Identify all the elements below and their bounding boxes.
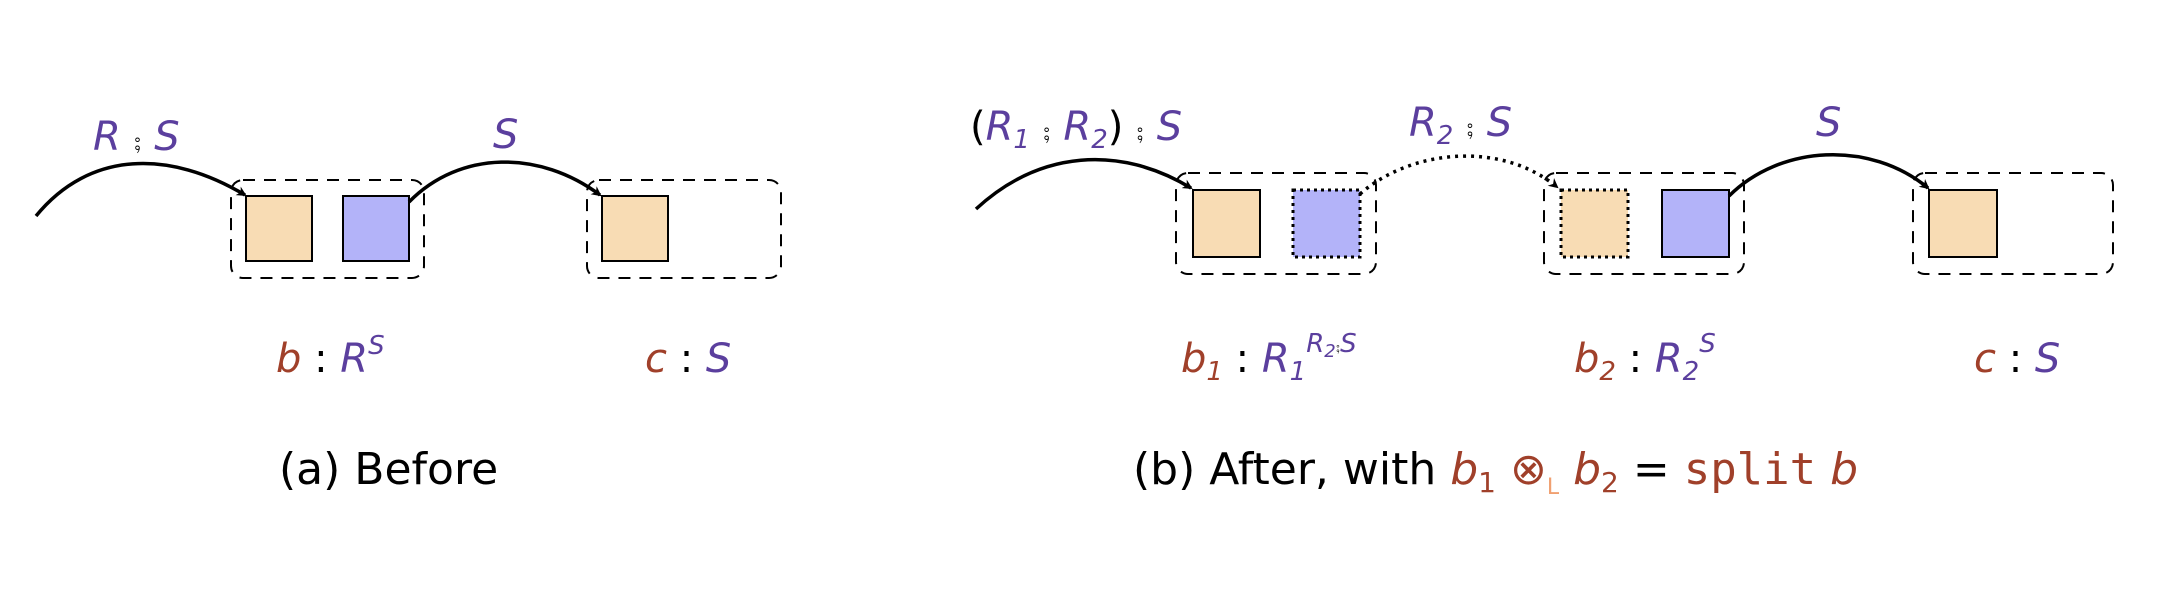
block-b1-type: b1 : R1R2⨾S [1181,329,1357,387]
block-c-type: c : S [1974,336,2060,382]
arrow1-label: (R1 ⨾ R2) ⨾ S [970,104,1182,155]
cell-orange [601,195,669,262]
block-c-type: c : S [645,336,731,382]
block-c-border [1912,172,2114,275]
cell-orange [1928,189,1998,258]
arrow2-label: R2 ⨾ S [1409,100,1512,151]
caption-b: (b) After, with b1 ⊗L b2 = split b [1133,444,1858,500]
arrow-b-to-c [407,160,602,204]
cell-blue [342,195,410,262]
block-b-type: b : RS [276,331,385,382]
arrow-b2-to-c [1727,153,1930,198]
block-c-border [586,179,782,279]
panel-b: (R1 ⨾ R2) ⨾ S R2 ⨾ S S b1 : R1R2⨾S b2 : … [970,100,2114,500]
cell-orange-split [1559,188,1630,259]
cell-blue-split [1291,188,1362,259]
arrow-into-b1 [974,157,1193,211]
cell-blue [1661,189,1730,258]
arrow2-label: S [493,112,518,158]
block-b2-border [1543,172,1745,275]
arrow3-label: S [1816,100,1841,146]
panel-a: R ⨾ S S b : RS c : S (a) Before [34,112,782,495]
cell-orange [1192,189,1261,258]
cell-orange [245,195,313,262]
caption-a: (a) Before [279,444,498,495]
arrow1-label: R ⨾ S [93,114,180,160]
arrow-into-b [34,161,247,218]
block-b2-type: b2 : R2S [1574,329,1716,387]
arrow-b1-to-b2 [1358,154,1559,196]
block-b-border [230,179,425,279]
block-b1-border [1175,172,1377,275]
